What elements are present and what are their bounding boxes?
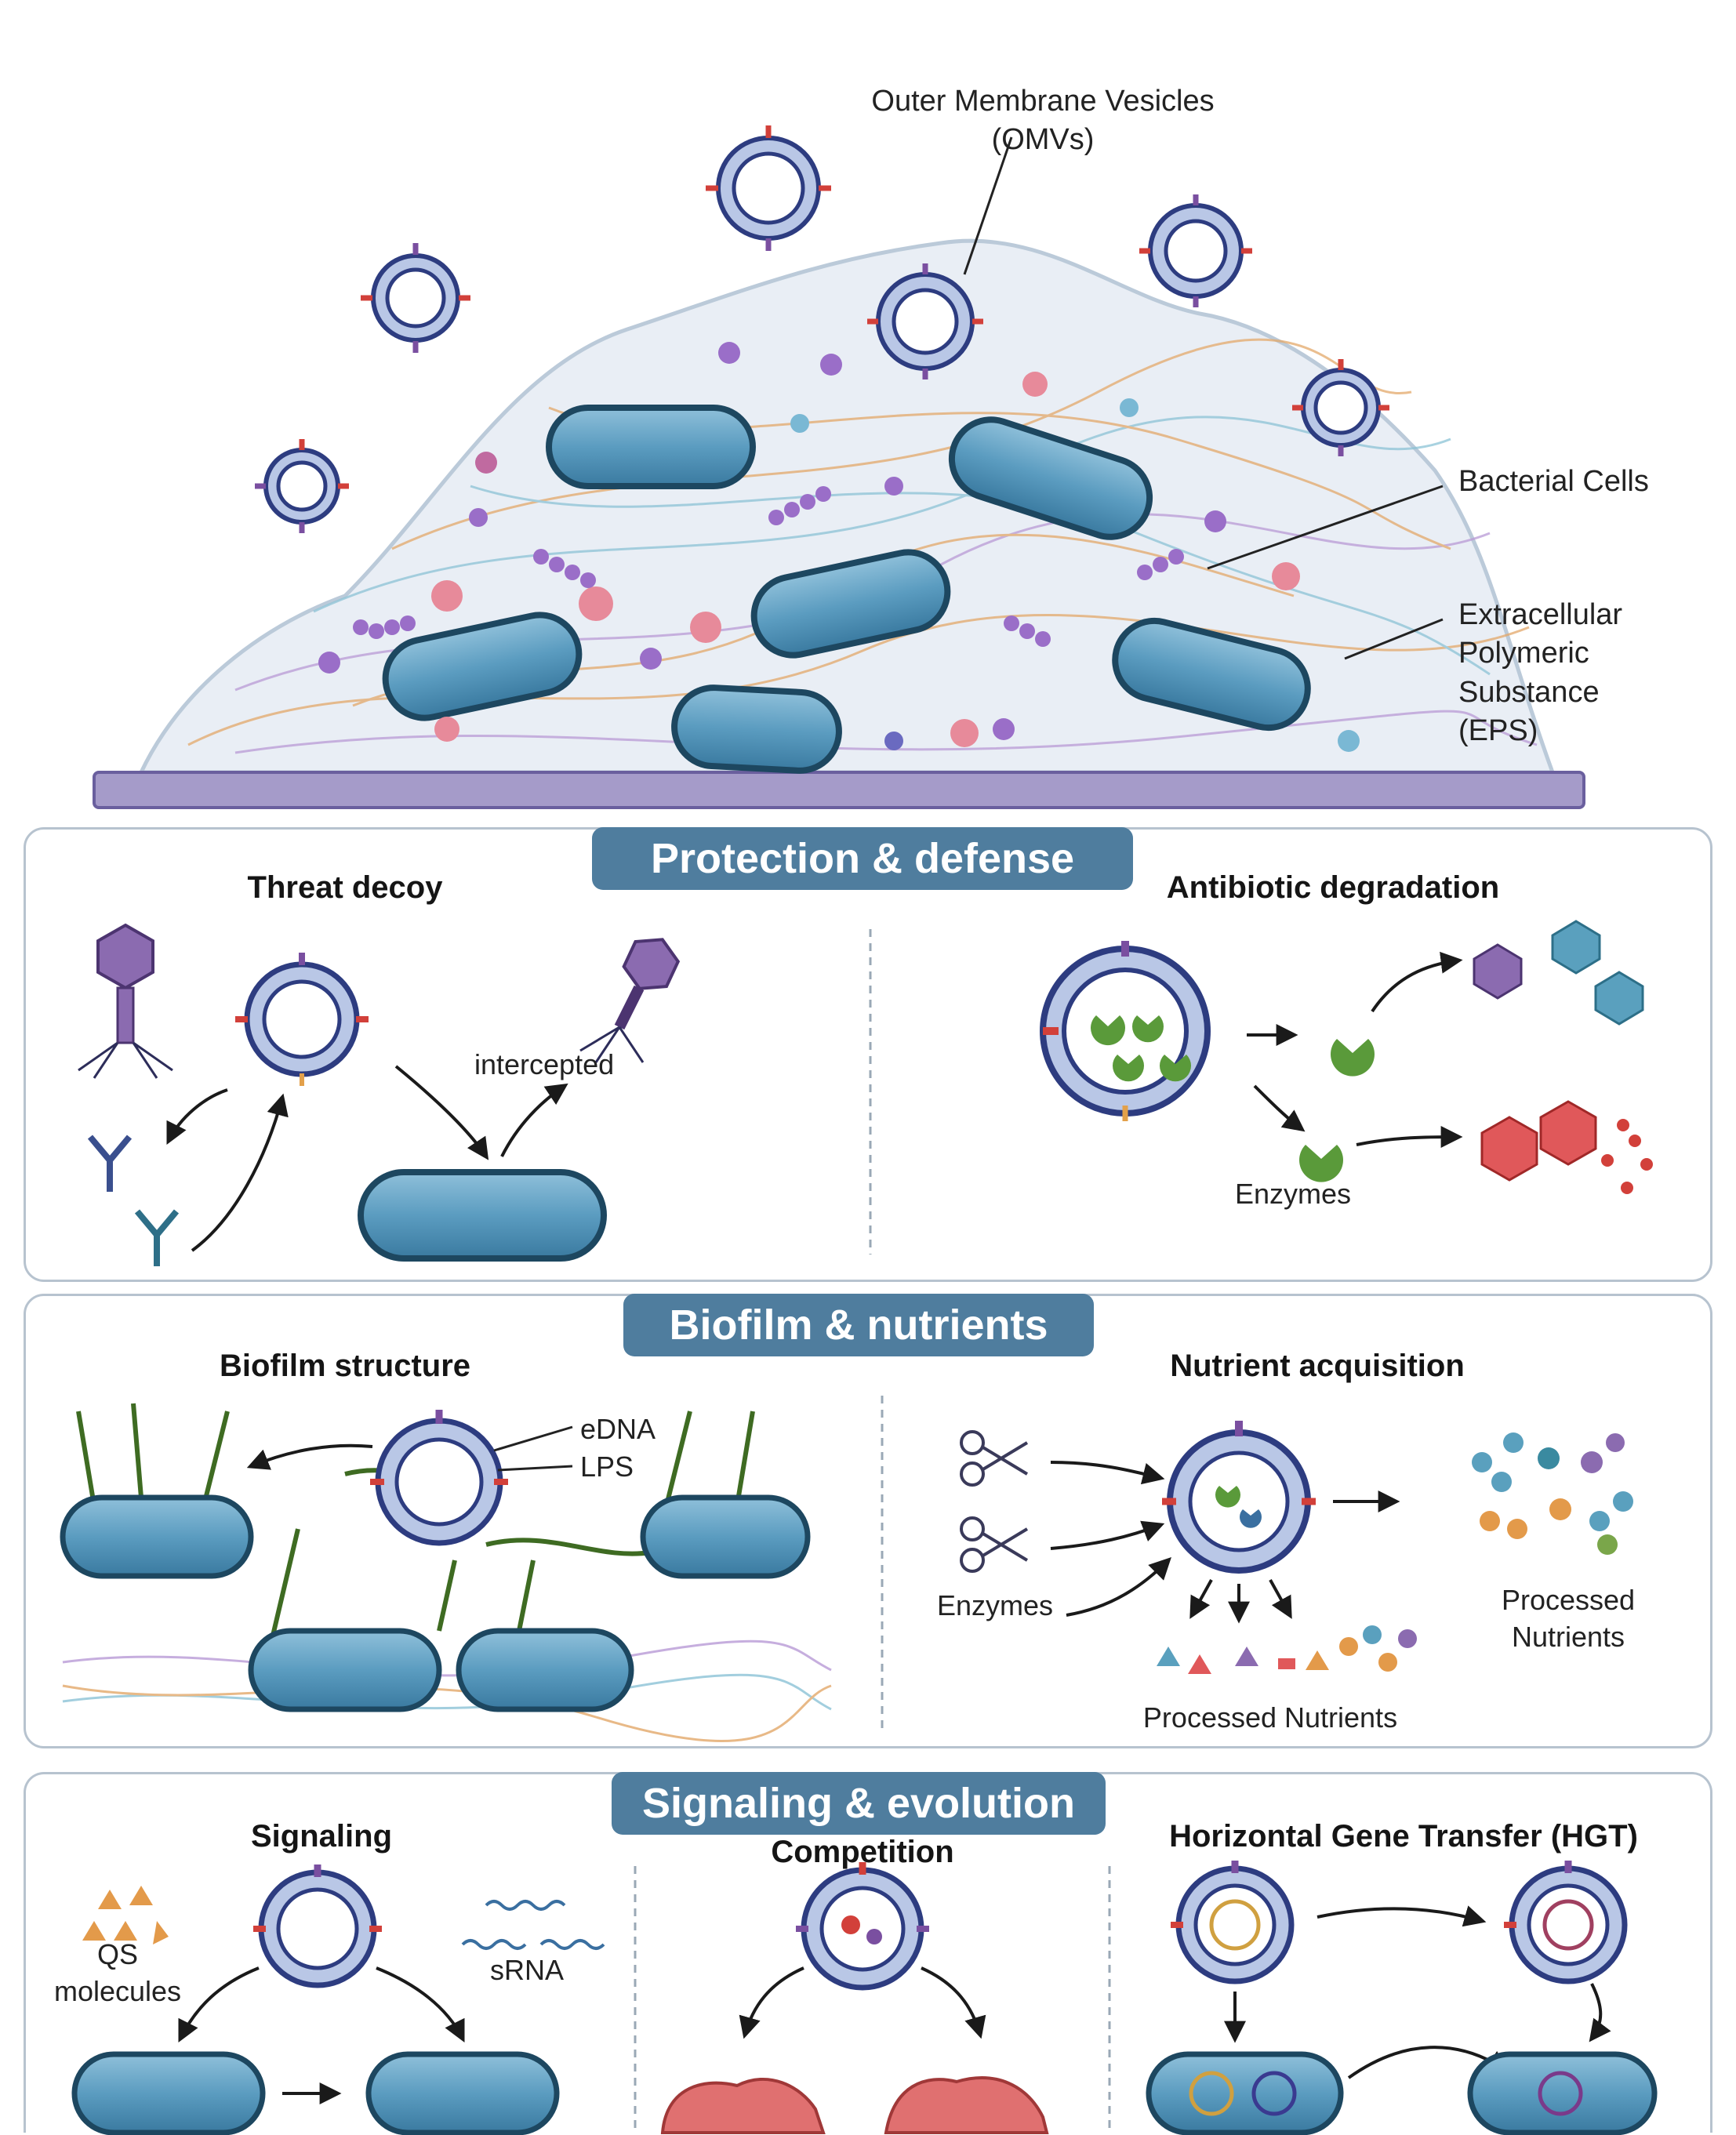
eps-label: Extracellular Polymeric Substance (EPS) [1458,596,1736,751]
processed-nutrient-molecules [1157,1432,1633,1674]
omv-vesicle [867,263,983,379]
antibiotic-fragment [1551,920,1601,975]
signaling-illustrations [71,1861,1658,2135]
competitor-cell [660,2078,826,2134]
processed-right-line2: Nutrients [1511,1620,1625,1653]
antibody [134,1209,180,1266]
omv-vesicle [255,439,349,533]
antibiotic-fragment [1480,1116,1538,1182]
enzymes-label: Enzymes [1235,1178,1352,1210]
omv-vesicle [1139,194,1252,307]
antibiotic-degradation-title: Antibiotic degradation [1166,870,1500,905]
processed-right-line1: Processed [1501,1584,1636,1616]
bacterial-cell [60,1494,254,1579]
omv-vesicle [706,125,831,251]
antibody [87,1135,133,1192]
recipient-cell [1146,2051,1344,2135]
scissors-icon [960,1516,1029,1573]
enzyme [1299,1145,1343,1182]
omv-vesicle [1504,1861,1628,1984]
signaling-title: Signaling [251,1819,392,1854]
qs-molecules-label: QS molecules [47,1937,188,2010]
intercepted-label: intercepted [474,1048,615,1080]
eps-label-line1: Extracellular [1458,598,1623,631]
lps-label: LPS [580,1451,634,1483]
bacteriophage [579,938,681,1063]
bacterial-cell [671,684,842,774]
eps-label-line3: (EPS) [1458,714,1538,748]
biofilm-overview-illustration [93,125,1585,809]
bacterial-cell [382,612,583,721]
omv-vesicle [1162,1421,1316,1574]
omv-vesicle [361,243,470,353]
omv-label: Outer Membrane Vesicles (OMVs) [823,82,1262,160]
omv-vesicle [253,1864,382,1988]
scissors-icon [960,1430,1029,1487]
omv-vesicle [1171,1861,1295,1984]
bacterial-cell [456,1628,634,1712]
enzyme [1331,1039,1375,1077]
nutrient-acquisition-title: Nutrient acquisition [1170,1349,1465,1383]
qs-label-line1: QS [96,1938,138,1970]
qs-molecules [82,1886,169,1944]
srna-strands [461,1900,605,1950]
bacterial-cell [948,416,1153,540]
protection-banner: Protection & defense [592,827,1133,890]
bacteriophage [78,923,173,1079]
antibiotic-fragment [1594,971,1644,1026]
omv-vesicle [1292,359,1389,456]
bacterial-cell [71,2051,266,2135]
srna-label: sRNA [490,1954,565,1986]
bacterial-cell [640,1494,811,1579]
bacteria-label: Bacterial Cells [1458,465,1649,498]
omv-vesicle [796,1862,929,1991]
degraded-fragments [1601,1119,1653,1194]
qs-label-line2: molecules [53,1974,182,2007]
omv-enzyme-carrier [1040,941,1211,1121]
threat-decoy-title: Threat decoy [247,870,443,905]
omv-label-line2: (OMVs) [991,123,1095,157]
competitor-cell [884,2076,1049,2134]
bacterial-cell [358,1169,607,1262]
bacterial-cell [750,549,951,659]
edna-label: eDNA [580,1413,656,1445]
recipient-cell [1467,2051,1658,2135]
enzymes-label-2: Enzymes [937,1589,1054,1621]
bacterial-cell [1112,617,1311,732]
omv-decoy [235,953,369,1086]
antibiotic-fragment [1539,1100,1597,1166]
eps-molecules [318,342,1360,752]
signaling-banner: Signaling & evolution [612,1772,1106,1835]
protection-illustrations [78,920,1653,1266]
biofilm-banner: Biofilm & nutrients [623,1294,1094,1356]
processed-nutrients-right: Processed Nutrients [1458,1582,1678,1656]
processed-nutrients-bottom: Processed Nutrients [1142,1701,1398,1734]
bacterial-cell [365,2051,560,2135]
biofilm-structure-title: Biofilm structure [219,1349,471,1383]
antibiotic-fragment [1473,943,1523,1000]
omv-vesicle [370,1410,508,1546]
hgt-title: Horizontal Gene Transfer (HGT) [1169,1819,1638,1854]
omv-label-line1: Outer Membrane Vesicles [871,85,1215,118]
eps-label-line2: Polymeric Substance [1458,637,1600,709]
bacterial-cell [248,1628,442,1712]
bacterial-cell [546,405,756,489]
biofilm-illustrations [60,1396,1633,1743]
